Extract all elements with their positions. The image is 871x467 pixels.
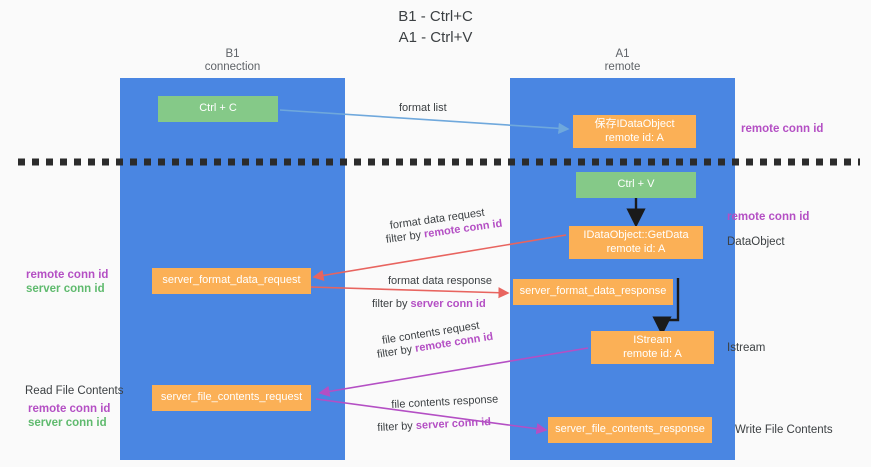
- label-dataobject: DataObject: [727, 236, 785, 248]
- column-header-a1-name: A1: [615, 48, 630, 60]
- server-conn-id-text-2: server conn id: [415, 416, 492, 432]
- box-getdata-line1: IDataObject::GetData: [583, 229, 689, 241]
- box-ctrl-c[interactable]: Ctrl + C: [158, 96, 278, 122]
- filter-by-text-2: filter by: [372, 298, 411, 310]
- box-server-format-data-request-label: server_format_data_request: [162, 274, 301, 287]
- column-header-a1-sub: remote: [604, 61, 641, 73]
- label-read-file-contents: Read File Contents: [25, 385, 124, 397]
- title-line-2: A1 - Ctrl+V: [398, 29, 473, 46]
- column-header-b1-name: B1: [225, 48, 240, 60]
- box-ctrl-c-label: Ctrl + C: [199, 102, 237, 115]
- label-write-file-contents: Write File Contents: [735, 424, 833, 436]
- label-remote-conn-id-mid: remote conn id: [727, 211, 810, 223]
- box-istream-line2: remote id: A: [623, 347, 682, 360]
- filter-by-text-1: filter by: [385, 228, 425, 246]
- column-header-a1: A1 remote: [510, 48, 735, 74]
- box-server-format-data-request[interactable]: server_format_data_request: [152, 268, 311, 294]
- box-idataobject-getdata[interactable]: IDataObject::GetData remote id: A: [569, 226, 703, 259]
- annotation-filter-server-conn-id-2: filter by server conn id: [377, 415, 491, 436]
- label-left-server-conn-id-mid: server conn id: [26, 283, 105, 295]
- box-server-file-contents-response[interactable]: server_file_contents_response: [548, 417, 712, 443]
- label-left-server-conn-id-bottom: server conn id: [28, 417, 107, 429]
- title-line-1: B1 - Ctrl+C: [398, 8, 473, 25]
- annotation-filter-server-conn-id-1: filter by server conn id: [372, 297, 486, 312]
- box-save-idataobject-line1: 保存IDataObject: [594, 118, 675, 130]
- box-server-format-data-response-label: server_format_data_response: [519, 285, 667, 298]
- box-server-format-data-response[interactable]: server_format_data_response: [513, 279, 673, 305]
- box-save-idataobject-line2: remote id: A: [605, 131, 664, 144]
- annotation-file-contents-response: file contents response: [391, 393, 499, 411]
- filter-by-text-4: filter by: [377, 419, 417, 434]
- box-ctrl-v-label: Ctrl + V: [617, 178, 655, 191]
- label-remote-conn-id-top: remote conn id: [741, 123, 824, 135]
- box-server-file-contents-response-label: server_file_contents_response: [555, 423, 705, 436]
- label-istream: Istream: [727, 342, 766, 354]
- box-istream[interactable]: IStream remote id: A: [591, 331, 714, 364]
- box-ctrl-v[interactable]: Ctrl + V: [576, 172, 696, 198]
- box-istream-line1: IStream: [633, 334, 672, 346]
- column-header-b1-sub: connection: [204, 61, 261, 73]
- label-left-remote-conn-id-bottom: remote conn id: [28, 403, 111, 415]
- column-header-b1: B1 connection: [120, 48, 345, 74]
- box-getdata-line2: remote id: A: [606, 242, 666, 255]
- annotation-format-data-response: format data response: [388, 275, 492, 287]
- box-server-file-contents-request[interactable]: server_file_contents_request: [152, 385, 311, 411]
- server-conn-id-text-1: server conn id: [410, 298, 486, 310]
- box-save-idataobject[interactable]: 保存IDataObject remote id: A: [573, 115, 696, 148]
- page-title: B1 - Ctrl+C A1 - Ctrl+V: [0, 6, 871, 48]
- box-server-file-contents-request-label: server_file_contents_request: [160, 391, 303, 404]
- label-left-remote-conn-id-mid: remote conn id: [26, 269, 109, 281]
- annotation-format-list: format list: [399, 102, 447, 114]
